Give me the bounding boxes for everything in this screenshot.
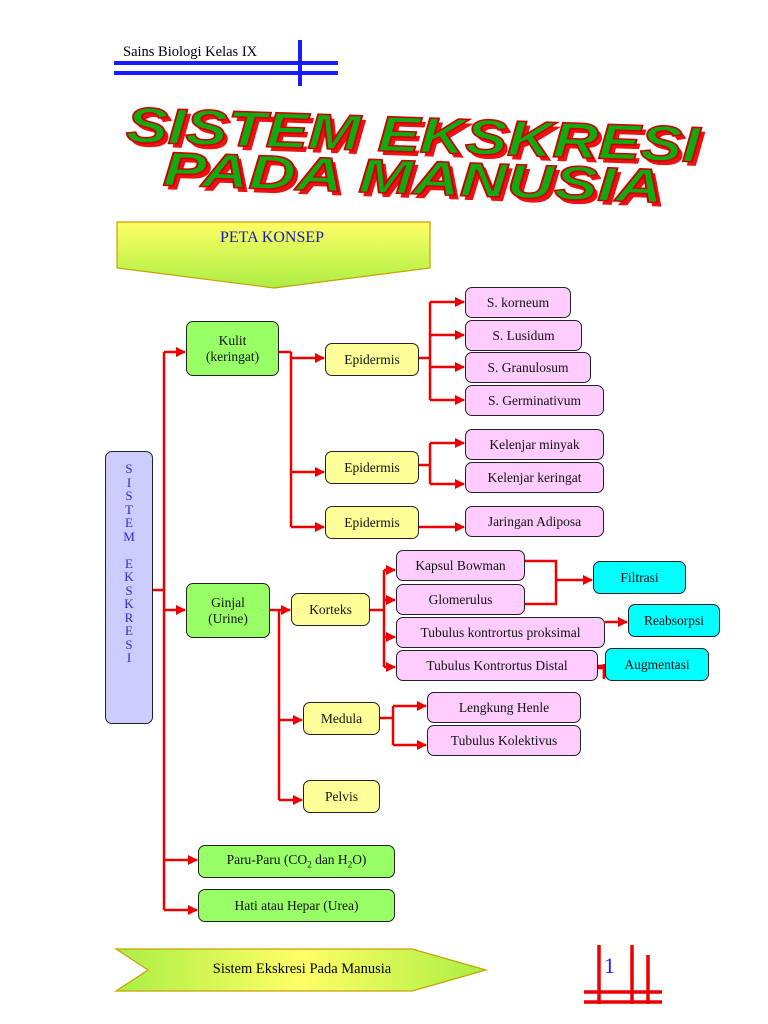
process-reabsorpsi: Reabsorpsi [628,604,720,637]
footer-text: Sistem Ekskresi Pada Manusia [212,961,392,977]
root-letter: K [124,569,134,584]
organ-ginjal-name: Ginjal [211,594,245,610]
root-sistem-ekskresi: S I S T E M E K S K R E S I [105,451,153,724]
organ-ginjal: Ginjal (Urine) [186,583,270,638]
root-letter: S [125,461,133,476]
ginjal-korteks: Korteks [291,593,370,626]
kulit-epidermis-3: Epidermis [325,506,419,539]
process-augmentasi: Augmentasi [605,648,709,681]
root-letter: S [125,582,133,598]
ginjal-pelvis: Pelvis [303,780,380,813]
peta-konsep-banner [116,221,431,289]
ginjal-medula: Medula [303,702,380,735]
root-letter: E [125,515,133,530]
root-letter: S [125,488,133,503]
process-filtrasi: Filtrasi [593,561,686,594]
kulit-epidermis-2: Epidermis [325,451,419,484]
footer-banner [113,948,489,992]
root-letter: M [123,528,135,544]
organ-ginjal-product: (Urine) [208,610,248,626]
stratum-lusidum: S. Lusidum [465,320,582,351]
header-subject: Sains Biologi Kelas IX [123,44,258,60]
stratum-granulosum: S. Granulosum [465,352,591,383]
paru-prefix: Paru-Paru (CO [226,852,308,868]
gland-kelenjar-keringat: Kelenjar keringat [465,462,604,493]
paru-suffix: O) [352,852,367,868]
korteks-tubulus-proksimal: Tubulus kontrortus proksimal [396,617,605,648]
organ-paru: Paru-Paru (CO2 dan H2O) [198,845,395,878]
root-letter: T [125,501,133,517]
page-number: 1 [604,953,615,978]
root-letter: E [125,555,133,571]
gland-kelenjar-minyak: Kelenjar minyak [465,429,604,460]
peta-konsep-label: PETA KONSEP [219,229,325,246]
medula-tubulus-kolektivus: Tubulus Kolektivus [427,725,581,756]
kulit-epidermis-1: Epidermis [325,343,419,376]
medula-lengkung-henle: Lengkung Henle [427,692,581,723]
organ-paru-label: Paru-Paru (CO2 dan H2O) [227,852,367,870]
organ-kulit-name: Kulit [218,332,247,348]
korteks-glomerulus: Glomerulus [396,584,525,615]
organ-kulit: Kulit (keringat) [186,321,279,376]
root-letter: R [124,609,134,625]
root-letter: E [125,623,133,638]
paru-sub1: 2 [307,860,312,871]
page-number-mark [584,945,662,1004]
header-rule [114,40,338,86]
root-letter: S [125,636,133,652]
organ-hati: Hati atau Hepar (Urea) [198,889,395,922]
stratum-germinativum: S. Germinativum [465,385,604,416]
jaringan-adiposa: Jaringan Adiposa [465,506,604,537]
korteks-tubulus-distal: Tubulus Kontrortus Distal [396,650,598,681]
paru-sub2: 2 [347,860,353,871]
stratum-korneum: S. korneum [465,287,571,318]
root-letter: I [126,650,132,665]
organ-kulit-product: (keringat) [205,348,260,364]
title-wordart: SISTEM EKSKRESI SISTEM EKSKRESI PADA MAN… [124,100,706,210]
root-letter: K [124,596,134,611]
paru-mid: dan H [311,852,348,868]
korteks-kapsul-bowman: Kapsul Bowman [396,550,525,581]
root-letter: I [126,474,132,490]
